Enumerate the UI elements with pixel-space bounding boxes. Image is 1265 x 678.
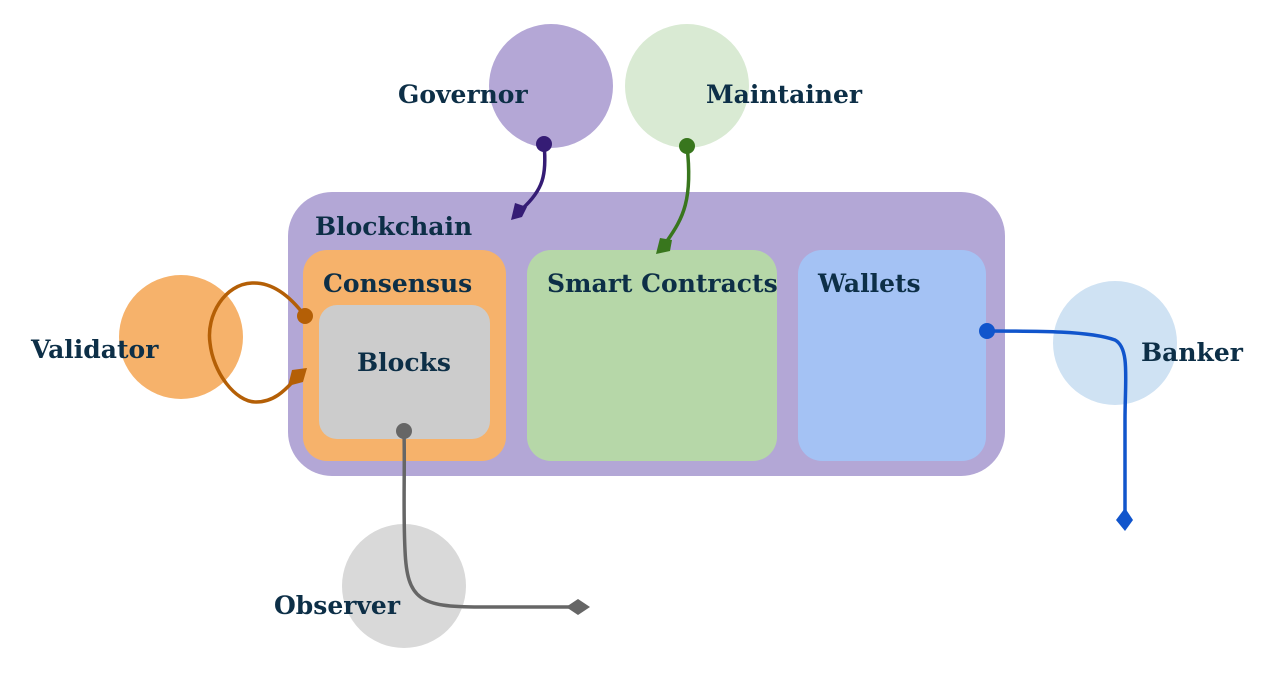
smart-contracts-label: Smart Contracts (547, 269, 778, 298)
banker-connector (986, 329, 1128, 512)
observer-label: Observer (274, 591, 401, 620)
governor-connector (520, 143, 547, 211)
observer-circle (342, 524, 466, 648)
banker-connector-arrow (1116, 508, 1133, 531)
banker-label: Banker (1141, 338, 1244, 367)
validator-connector-start (297, 308, 313, 324)
observer-connector-arrow (566, 599, 590, 615)
validator-label: Validator (30, 335, 159, 364)
maintainer-connector-arrow (656, 238, 672, 254)
maintainer-connector (665, 145, 691, 242)
observer-connector-start (396, 423, 412, 439)
maintainer-label: Maintainer (706, 80, 863, 109)
banker-connector-start (979, 323, 995, 339)
governor-connector-arrow (511, 203, 527, 220)
maintainer-connector-start (679, 138, 695, 154)
wallets-label: Wallets (817, 269, 921, 298)
observer-connector (402, 430, 570, 609)
smart-contracts-box (527, 250, 777, 461)
blocks-label: Blocks (357, 348, 451, 377)
governor-label: Governor (398, 80, 528, 109)
validator-connector (207, 281, 307, 404)
blockchain-label: Blockchain (315, 212, 472, 241)
governor-circle (489, 24, 613, 148)
consensus-label: Consensus (323, 269, 472, 298)
wallets-box (798, 250, 986, 461)
banker-circle (1053, 281, 1177, 405)
validator-circle (119, 275, 243, 399)
blocks-box (319, 305, 490, 439)
validator-connector-arrow (288, 368, 307, 386)
maintainer-circle (625, 24, 749, 148)
governor-connector-start (536, 136, 552, 152)
